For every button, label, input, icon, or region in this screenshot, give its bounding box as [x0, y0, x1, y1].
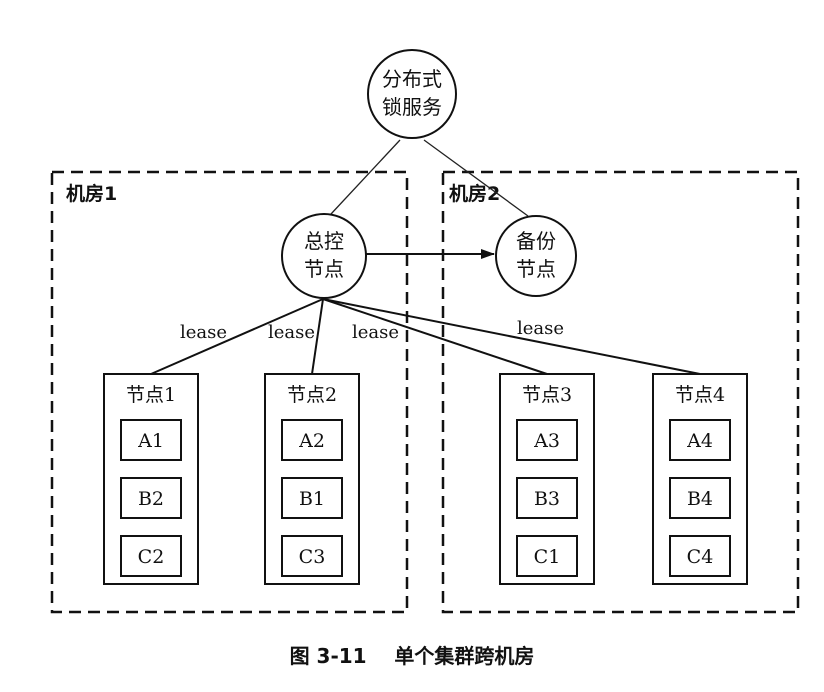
shard-label: C4	[687, 546, 714, 568]
master-node-label-line1: 总控	[304, 229, 344, 253]
lease-label-3: lease	[352, 322, 399, 343]
server-title: 节点4	[675, 384, 725, 406]
room-1-box	[50, 170, 409, 614]
shard-label: B3	[534, 488, 560, 510]
shard-box	[669, 477, 731, 519]
lease-label-4: lease	[517, 318, 564, 339]
shard-box	[516, 535, 578, 577]
server-box-4: 节点4 A4 B4 C4	[652, 373, 748, 585]
shard-box	[120, 535, 182, 577]
shard-label: B2	[138, 488, 164, 510]
lock-service-node	[367, 49, 457, 139]
shard-label: A2	[298, 430, 325, 452]
shard-box	[120, 419, 182, 461]
backup-node-label-line1: 备份	[516, 229, 556, 253]
lease-label-1: lease	[180, 322, 227, 343]
shard-box	[669, 535, 731, 577]
room-2-box	[441, 170, 800, 614]
server-title: 节点1	[126, 384, 176, 406]
server-title: 节点3	[522, 384, 572, 406]
shard-label: A3	[533, 430, 560, 452]
shard-box	[281, 419, 343, 461]
server-box-2: 节点2 A2 B1 C3	[264, 373, 360, 585]
shard-label: A4	[686, 430, 713, 452]
shard-label: C1	[534, 546, 561, 568]
link-lock-to-backup	[423, 139, 529, 217]
server-box-3: 节点3 A3 B3 C1	[499, 373, 595, 585]
shard-box	[281, 477, 343, 519]
shard-box	[120, 477, 182, 519]
room-2-label: 机房2	[449, 182, 500, 205]
server-box-1: 节点1 A1 B2 C2	[103, 373, 199, 585]
lease-label-2: lease	[268, 322, 315, 343]
room-1-label: 机房1	[66, 182, 117, 205]
lease-line-1	[150, 298, 324, 375]
shard-label: B1	[299, 488, 325, 510]
master-node-label-line2: 节点	[304, 257, 344, 281]
lock-service-label-line2: 锁服务	[382, 95, 442, 119]
shard-label: C2	[138, 546, 165, 568]
shard-box	[669, 419, 731, 461]
shard-label: C3	[299, 546, 326, 568]
lock-service-label-line1: 分布式	[382, 67, 442, 91]
lease-line-4	[322, 298, 701, 375]
backup-node-label-line2: 节点	[516, 257, 556, 281]
shard-box	[281, 535, 343, 577]
shard-box	[516, 419, 578, 461]
link-lock-to-master	[330, 139, 401, 215]
lease-line-2	[311, 298, 324, 375]
shard-box	[516, 477, 578, 519]
shard-label: A1	[137, 430, 164, 452]
figure-caption: 图 3-11 单个集群跨机房	[290, 644, 535, 668]
server-title: 节点2	[287, 384, 337, 406]
lease-line-3	[322, 298, 548, 375]
backup-node	[495, 215, 577, 297]
master-node	[281, 213, 367, 299]
shard-label: B4	[687, 488, 713, 510]
